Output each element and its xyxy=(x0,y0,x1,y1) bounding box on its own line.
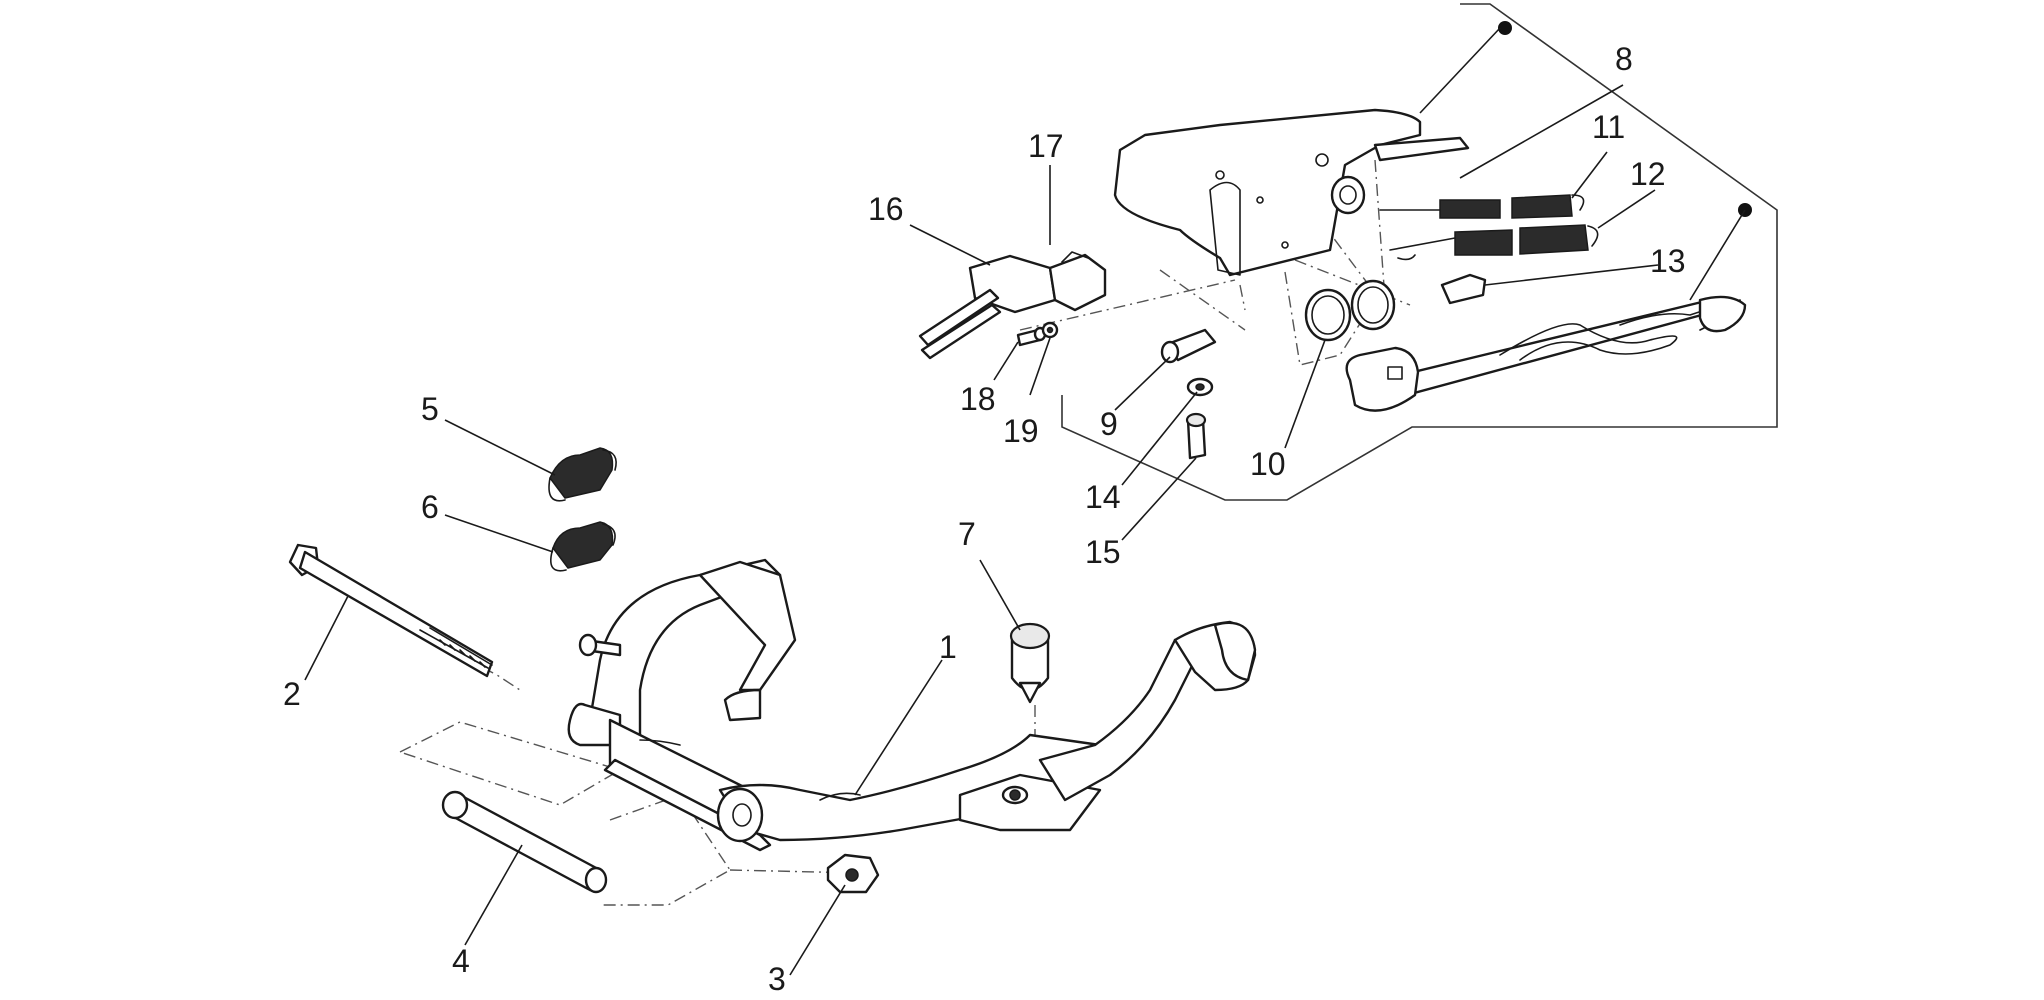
callout-12: 12 xyxy=(1630,156,1666,192)
callout-3: 3 xyxy=(768,961,786,997)
washer-19 xyxy=(1041,321,1059,339)
callout-10: 10 xyxy=(1250,446,1286,482)
side-stand-bracket xyxy=(1113,108,1470,277)
callout-6: 6 xyxy=(421,489,439,525)
washer-14 xyxy=(1186,377,1214,397)
callout-15: 15 xyxy=(1085,534,1121,570)
callout-4: 4 xyxy=(452,943,470,979)
callout-17: 17 xyxy=(1028,128,1064,164)
stand-pin xyxy=(578,633,622,657)
callout-5: 5 xyxy=(421,391,439,427)
callout-19: 19 xyxy=(1003,413,1039,449)
callout-1: 1 xyxy=(939,629,957,665)
spring-6 xyxy=(550,521,616,572)
side-stand-leg xyxy=(1345,295,1747,412)
screw-18 xyxy=(1016,326,1047,347)
springs-11-12 xyxy=(1379,194,1599,261)
callout-labels: 1 2 3 4 5 6 7 8 9 10 11 12 13 14 15 16 1… xyxy=(283,41,1686,997)
center-stand xyxy=(567,558,1257,852)
clip xyxy=(1440,273,1487,305)
callout-11: 11 xyxy=(1592,109,1625,145)
bolt-15 xyxy=(1185,412,1207,460)
o-rings xyxy=(1304,279,1396,342)
pivot-pin xyxy=(441,790,608,894)
connector xyxy=(918,251,1107,360)
callout-16: 16 xyxy=(868,191,904,227)
kit-marker-dot-top xyxy=(1498,21,1512,35)
callout-14: 14 xyxy=(1085,479,1121,515)
bolt-long xyxy=(288,543,494,678)
callout-8: 8 xyxy=(1615,41,1633,77)
kit-frame xyxy=(1061,3,1778,501)
callout-13: 13 xyxy=(1650,243,1686,279)
callout-18: 18 xyxy=(960,381,996,417)
bolt-9 xyxy=(1160,328,1217,364)
spring-5 xyxy=(548,447,617,502)
leader-lines xyxy=(304,27,1746,976)
callout-2: 2 xyxy=(283,676,301,712)
nut xyxy=(826,853,880,894)
rubber-stop xyxy=(1009,622,1051,704)
callout-7: 7 xyxy=(958,516,976,552)
callout-9: 9 xyxy=(1100,406,1118,442)
